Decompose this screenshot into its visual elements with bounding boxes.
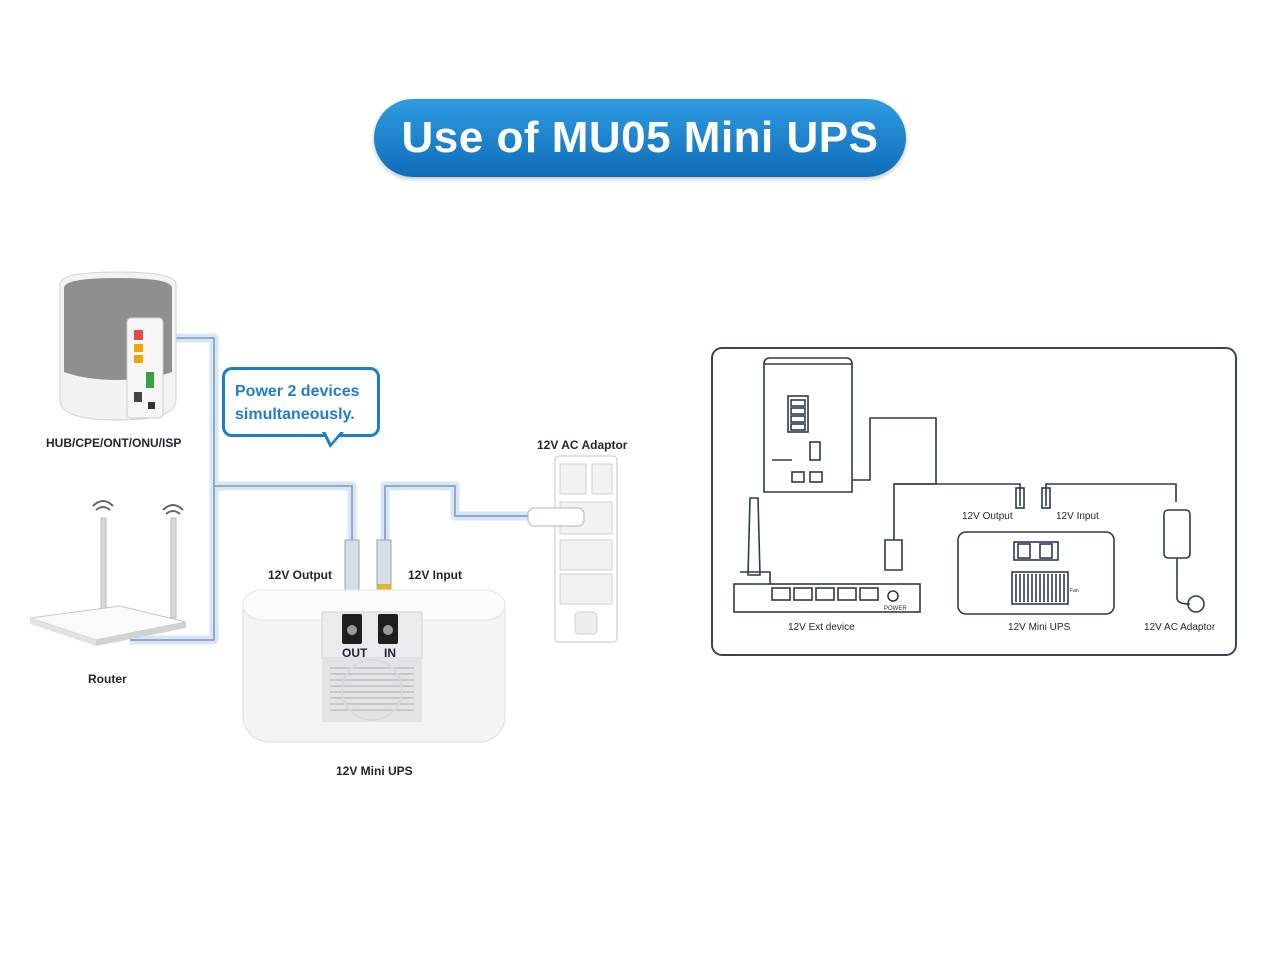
schematic-adaptor-label: 12V AC Adaptor [1144,622,1216,633]
mini-ups-photo [242,539,506,743]
schematic-frame [711,347,1237,656]
schematic-output-label: 12V Output [962,511,1013,522]
adaptor-label: 12V AC Adaptor [537,438,628,452]
schematic-input-label: 12V Input [1056,511,1099,522]
page-title: Use of MU05 Mini UPS [401,113,879,162]
schematic-ups-label: 12V Mini UPS [1008,622,1071,633]
schematic-ext-device-label: 12V Ext device [788,622,855,633]
callout-tail-inner [325,431,341,443]
hub-device-photo [59,271,177,421]
ups-label: 12V Mini UPS [336,764,413,778]
callout-line-2: simultaneously. [235,406,355,423]
router-photo [29,500,187,646]
input-label: 12V Input [408,568,463,582]
callout-line-1: Power 2 devices [235,383,360,400]
power-strip-photo [527,455,618,643]
schematic-lines [733,357,1205,615]
router-label: Router [88,672,127,686]
hub-label: HUB/CPE/ONT/ONU/ISP [46,436,182,450]
schematic-fan-label: Fan [1070,588,1079,594]
port-in-label: IN [384,646,396,660]
title-banner: Use of MU05 Mini UPS [374,99,906,177]
schematic-power-label: POWER [884,606,907,612]
port-out-label: OUT [342,646,368,660]
output-label: 12V Output [268,568,333,582]
callout-bubble: Power 2 devices simultaneously. [222,367,380,437]
